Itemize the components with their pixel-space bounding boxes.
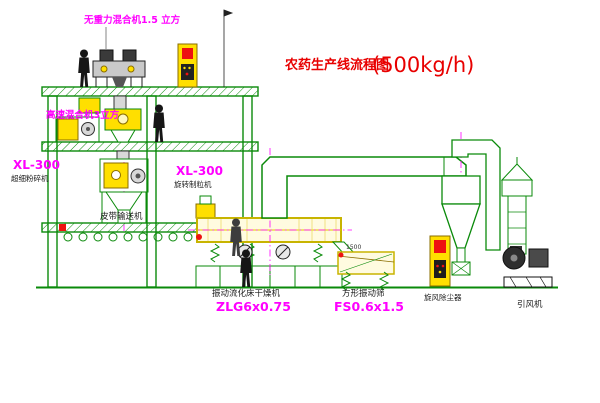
- label-belt-conveyor: 皮带输送机: [100, 211, 143, 222]
- label-fan: 引风机: [517, 299, 543, 310]
- worker-figure: [78, 49, 90, 87]
- label-granulator-model: XL-300: [176, 164, 223, 178]
- label-sieve-name: 方形振动筛: [342, 288, 385, 299]
- belt-conveyor: [59, 224, 193, 242]
- fan-motor: [528, 248, 549, 268]
- rotary-granulator: [99, 150, 149, 231]
- granulator-upper: [104, 108, 142, 143]
- cyclone-separator: [441, 132, 501, 276]
- inlet-marker: [338, 252, 344, 258]
- drive-marker: [59, 224, 66, 231]
- cyclone-outlet-duct: [451, 139, 501, 251]
- floor-slab: [41, 86, 259, 97]
- high-speed-mixer: [55, 97, 101, 143]
- control-panel-2: [429, 235, 451, 287]
- floor-slab: [41, 141, 259, 152]
- exhaust-stack: [500, 157, 534, 255]
- label-granulator-name: 旋转制粒机: [174, 179, 212, 189]
- induced-draft-fan: [502, 246, 553, 288]
- inlet-marker: [196, 234, 202, 240]
- page-title-capacity: (500kg/h): [372, 53, 474, 77]
- control-panel-1: [177, 43, 198, 88]
- building-structure: [47, 95, 253, 288]
- label-high-speed-mixer: 高速混合机3立方: [46, 109, 120, 121]
- label-pulverizer-model: XL-300: [13, 158, 60, 172]
- label-pulverizer-name: 超细粉碎机: [11, 173, 49, 183]
- label-gravity-mixer: 无重力混合机1.5 立方: [83, 14, 181, 26]
- page-title: 农药生产线流程图: [284, 57, 389, 73]
- label-dryer-model: ZLG6x0.75: [216, 299, 291, 314]
- vibrating-sieve: [337, 251, 395, 291]
- label-sieve-model: FS0.6x1.5: [334, 299, 404, 314]
- gravity-mixer: [92, 27, 146, 110]
- panel-indicator: [182, 48, 193, 59]
- exhaust-duct: [261, 156, 467, 219]
- label-sieve-dimension: 1500: [346, 244, 361, 251]
- label-dryer-name: 振动流化床干燥机: [212, 288, 281, 299]
- label-cyclone: 旋风除尘器: [424, 292, 462, 302]
- panel-indicator: [434, 240, 446, 253]
- elevation-marker: [223, 9, 234, 87]
